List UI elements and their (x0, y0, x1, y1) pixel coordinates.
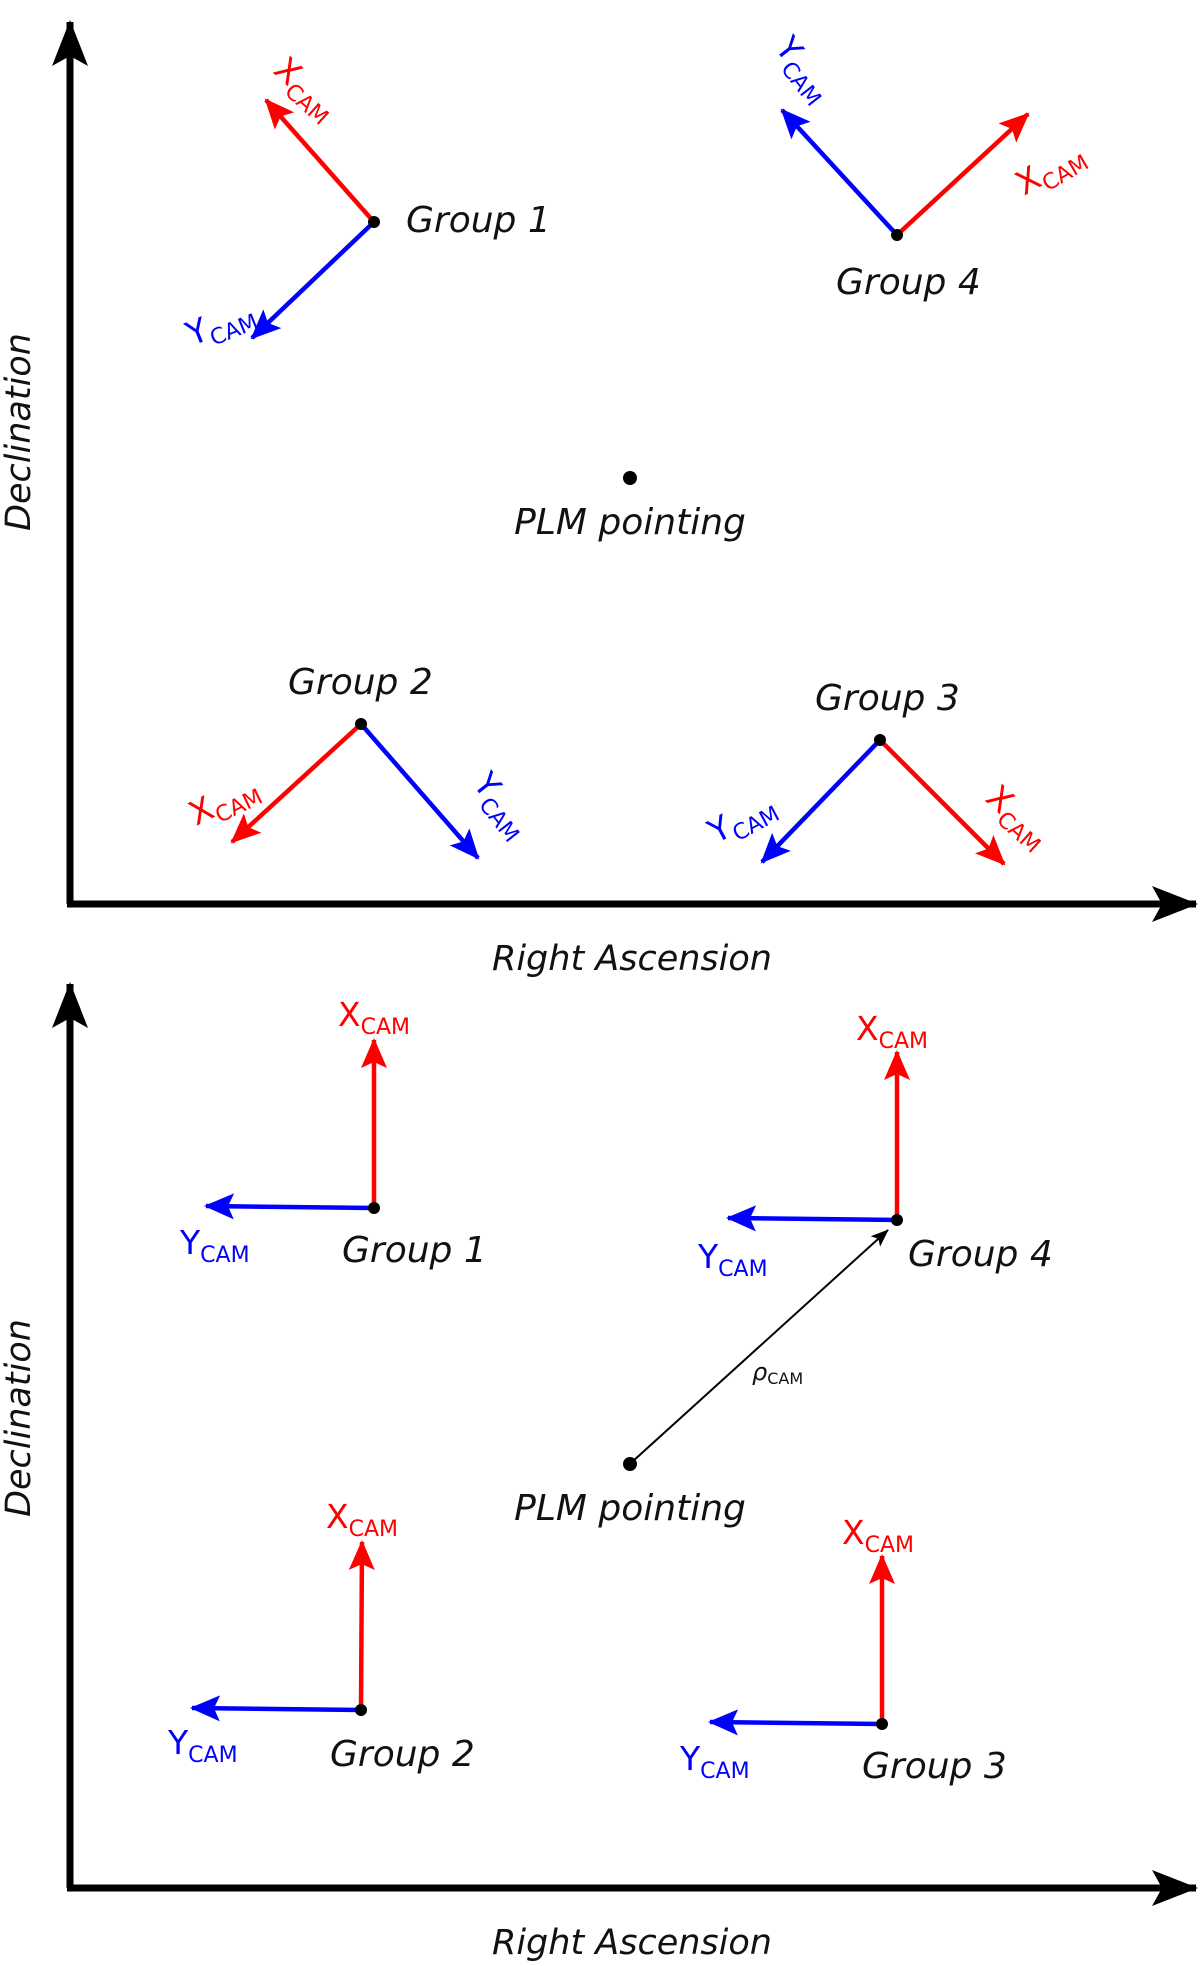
bottom-group-3-label: Group 3 (862, 1746, 1007, 1787)
top-group-3: Group 3 XCAM YCAM (701, 678, 1045, 866)
top-group-2-y-label: YCAM (460, 764, 539, 847)
top-group-1-origin-dot (368, 216, 380, 228)
bottom-group-4-y-arrow (726, 1205, 898, 1232)
bottom-group-2-x-arrow (348, 1540, 375, 1711)
bottom-group-3-origin-dot (876, 1718, 888, 1730)
bottom-declination-label: Declination (0, 1319, 39, 1517)
top-group-1-label: Group 1 (406, 200, 551, 241)
bottom-right-ascension-label: Right Ascension (492, 1923, 772, 1963)
top-group-3-x-arrow (878, 738, 1006, 866)
bottom-group-3-x-label: XCAM (842, 1513, 914, 1558)
top-group-3-y-arrow (760, 738, 882, 864)
top-group-4-y-arrow (780, 108, 899, 237)
top-group-4-label: Group 4 (836, 262, 981, 303)
top-group-4-y-label: YCAM (762, 28, 841, 111)
bottom-group-1-label: Group 1 (342, 1230, 487, 1271)
bottom-group-4-label: Group 4 (908, 1234, 1053, 1275)
rho-cam-vector (631, 1229, 889, 1463)
top-group-2: Group 2 XCAM YCAM (182, 662, 539, 860)
top-group-2-origin-dot (355, 718, 367, 730)
top-group-3-label: Group 3 (815, 678, 960, 719)
top-group-1: Group 1 XCAM YCAM (179, 49, 551, 359)
top-group-1-x-arrow (264, 98, 376, 224)
top-group-4-x-label: XCAM (1009, 133, 1094, 208)
top-group-3-origin-dot (874, 734, 886, 746)
bottom-group-2-y-arrow (190, 1695, 362, 1722)
bottom-group-2-origin-dot (355, 1704, 367, 1716)
rho-cam-label: ρCAM (752, 1358, 803, 1388)
top-group-2-x-label: XCAM (182, 767, 266, 839)
bottom-group-2: Group 2 XCAM YCAM (167, 1497, 475, 1775)
bottom-group-3-y-arrow (708, 1709, 883, 1736)
top-group-1-y-arrow (250, 220, 376, 340)
top-group-1-y-label: YCAM (179, 291, 261, 359)
top-group-2-label: Group 2 (288, 662, 433, 703)
top-group-3-y-label: YCAM (701, 784, 784, 857)
bottom-group-4-origin-dot (891, 1214, 903, 1226)
top-right-ascension-label: Right Ascension (492, 939, 772, 979)
bottom-group-2-y-label: YCAM (167, 1723, 238, 1768)
bottom-group-4-x-label: XCAM (856, 1009, 928, 1054)
top-group-2-y-arrow (359, 722, 480, 860)
bottom-group-4-y-label: YCAM (697, 1237, 768, 1282)
bottom-group-4: Group 4 XCAM YCAM (697, 1009, 1053, 1282)
top-panel: Declination Right Ascension PLM pointing… (0, 20, 1198, 979)
top-plm-pointing-label: PLM pointing (514, 502, 746, 543)
bottom-group-1: Group 1 XCAM YCAM (179, 995, 487, 1271)
bottom-group-2-x-label: XCAM (326, 1497, 398, 1542)
top-declination-label: Declination (0, 333, 39, 531)
bottom-plm-pointing-label: PLM pointing (514, 1488, 746, 1529)
bottom-group-1-x-label: XCAM (338, 995, 410, 1040)
top-group-4-x-arrow (895, 112, 1030, 237)
top-group-2-x-arrow (230, 722, 363, 844)
bottom-panel: Declination Right Ascension PLM pointing… (0, 982, 1198, 1963)
top-group-1-x-label: XCAM (263, 49, 347, 131)
top-group-4-origin-dot (891, 229, 903, 241)
top-group-4: Group 4 XCAM YCAM (762, 28, 1094, 303)
top-plm-pointing-dot (623, 471, 637, 485)
bottom-group-2-label: Group 2 (330, 1734, 475, 1775)
bottom-group-1-y-arrow (204, 1193, 375, 1220)
bottom-group-3-y-label: YCAM (679, 1739, 750, 1784)
bottom-group-1-origin-dot (368, 1202, 380, 1214)
bottom-group-3: Group 3 XCAM YCAM (679, 1513, 1007, 1787)
bottom-group-1-y-label: YCAM (179, 1223, 250, 1268)
